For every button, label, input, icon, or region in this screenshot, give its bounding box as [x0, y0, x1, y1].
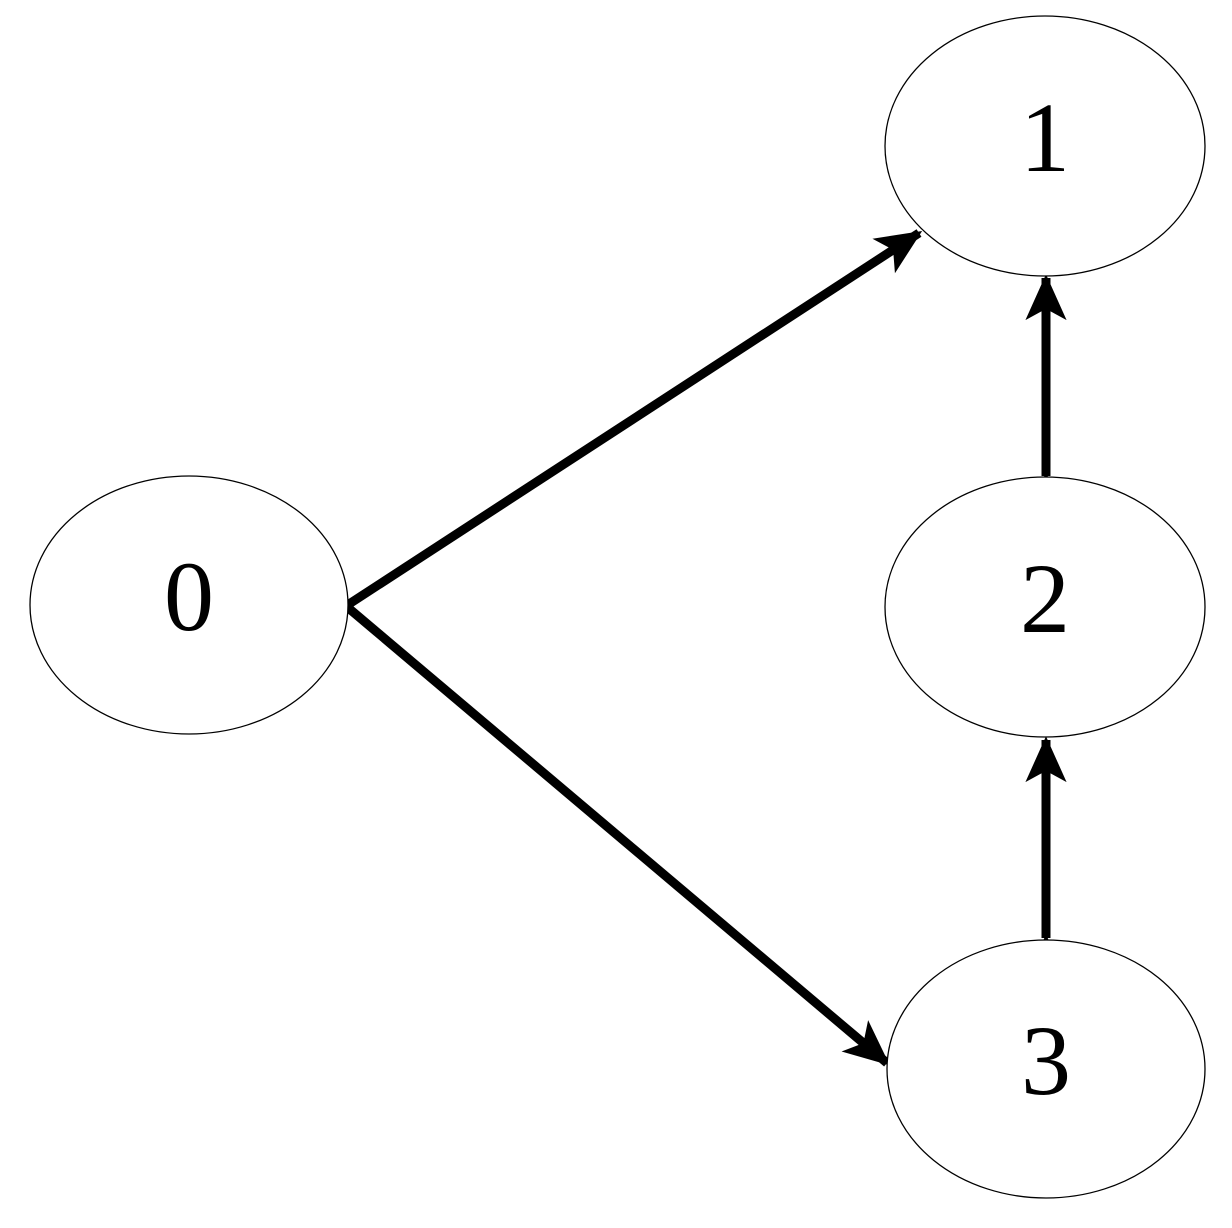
edge-0-to-1[interactable]: [343, 229, 923, 610]
node-0-label: 0: [164, 541, 214, 652]
node-0[interactable]: 0: [29, 475, 349, 735]
node-0-ellipse[interactable]: [29, 475, 349, 735]
edge-0-to-3[interactable]: [343, 602, 890, 1067]
node-3[interactable]: 3: [886, 939, 1206, 1199]
node-layer: 0 1 2 3: [29, 15, 1206, 1199]
node-2[interactable]: 2: [884, 476, 1206, 738]
node-3-ellipse[interactable]: [886, 939, 1206, 1199]
node-1-ellipse[interactable]: [884, 15, 1206, 277]
node-1[interactable]: 1: [884, 15, 1206, 277]
edge-layer: [343, 229, 1067, 1067]
node-2-label: 2: [1020, 543, 1070, 654]
node-1-label: 1: [1020, 82, 1070, 193]
node-3-label: 3: [1021, 1005, 1071, 1116]
edge-line-0-1[interactable]: [343, 229, 923, 610]
edge-line-0-3[interactable]: [343, 602, 890, 1067]
node-2-ellipse[interactable]: [884, 476, 1206, 738]
